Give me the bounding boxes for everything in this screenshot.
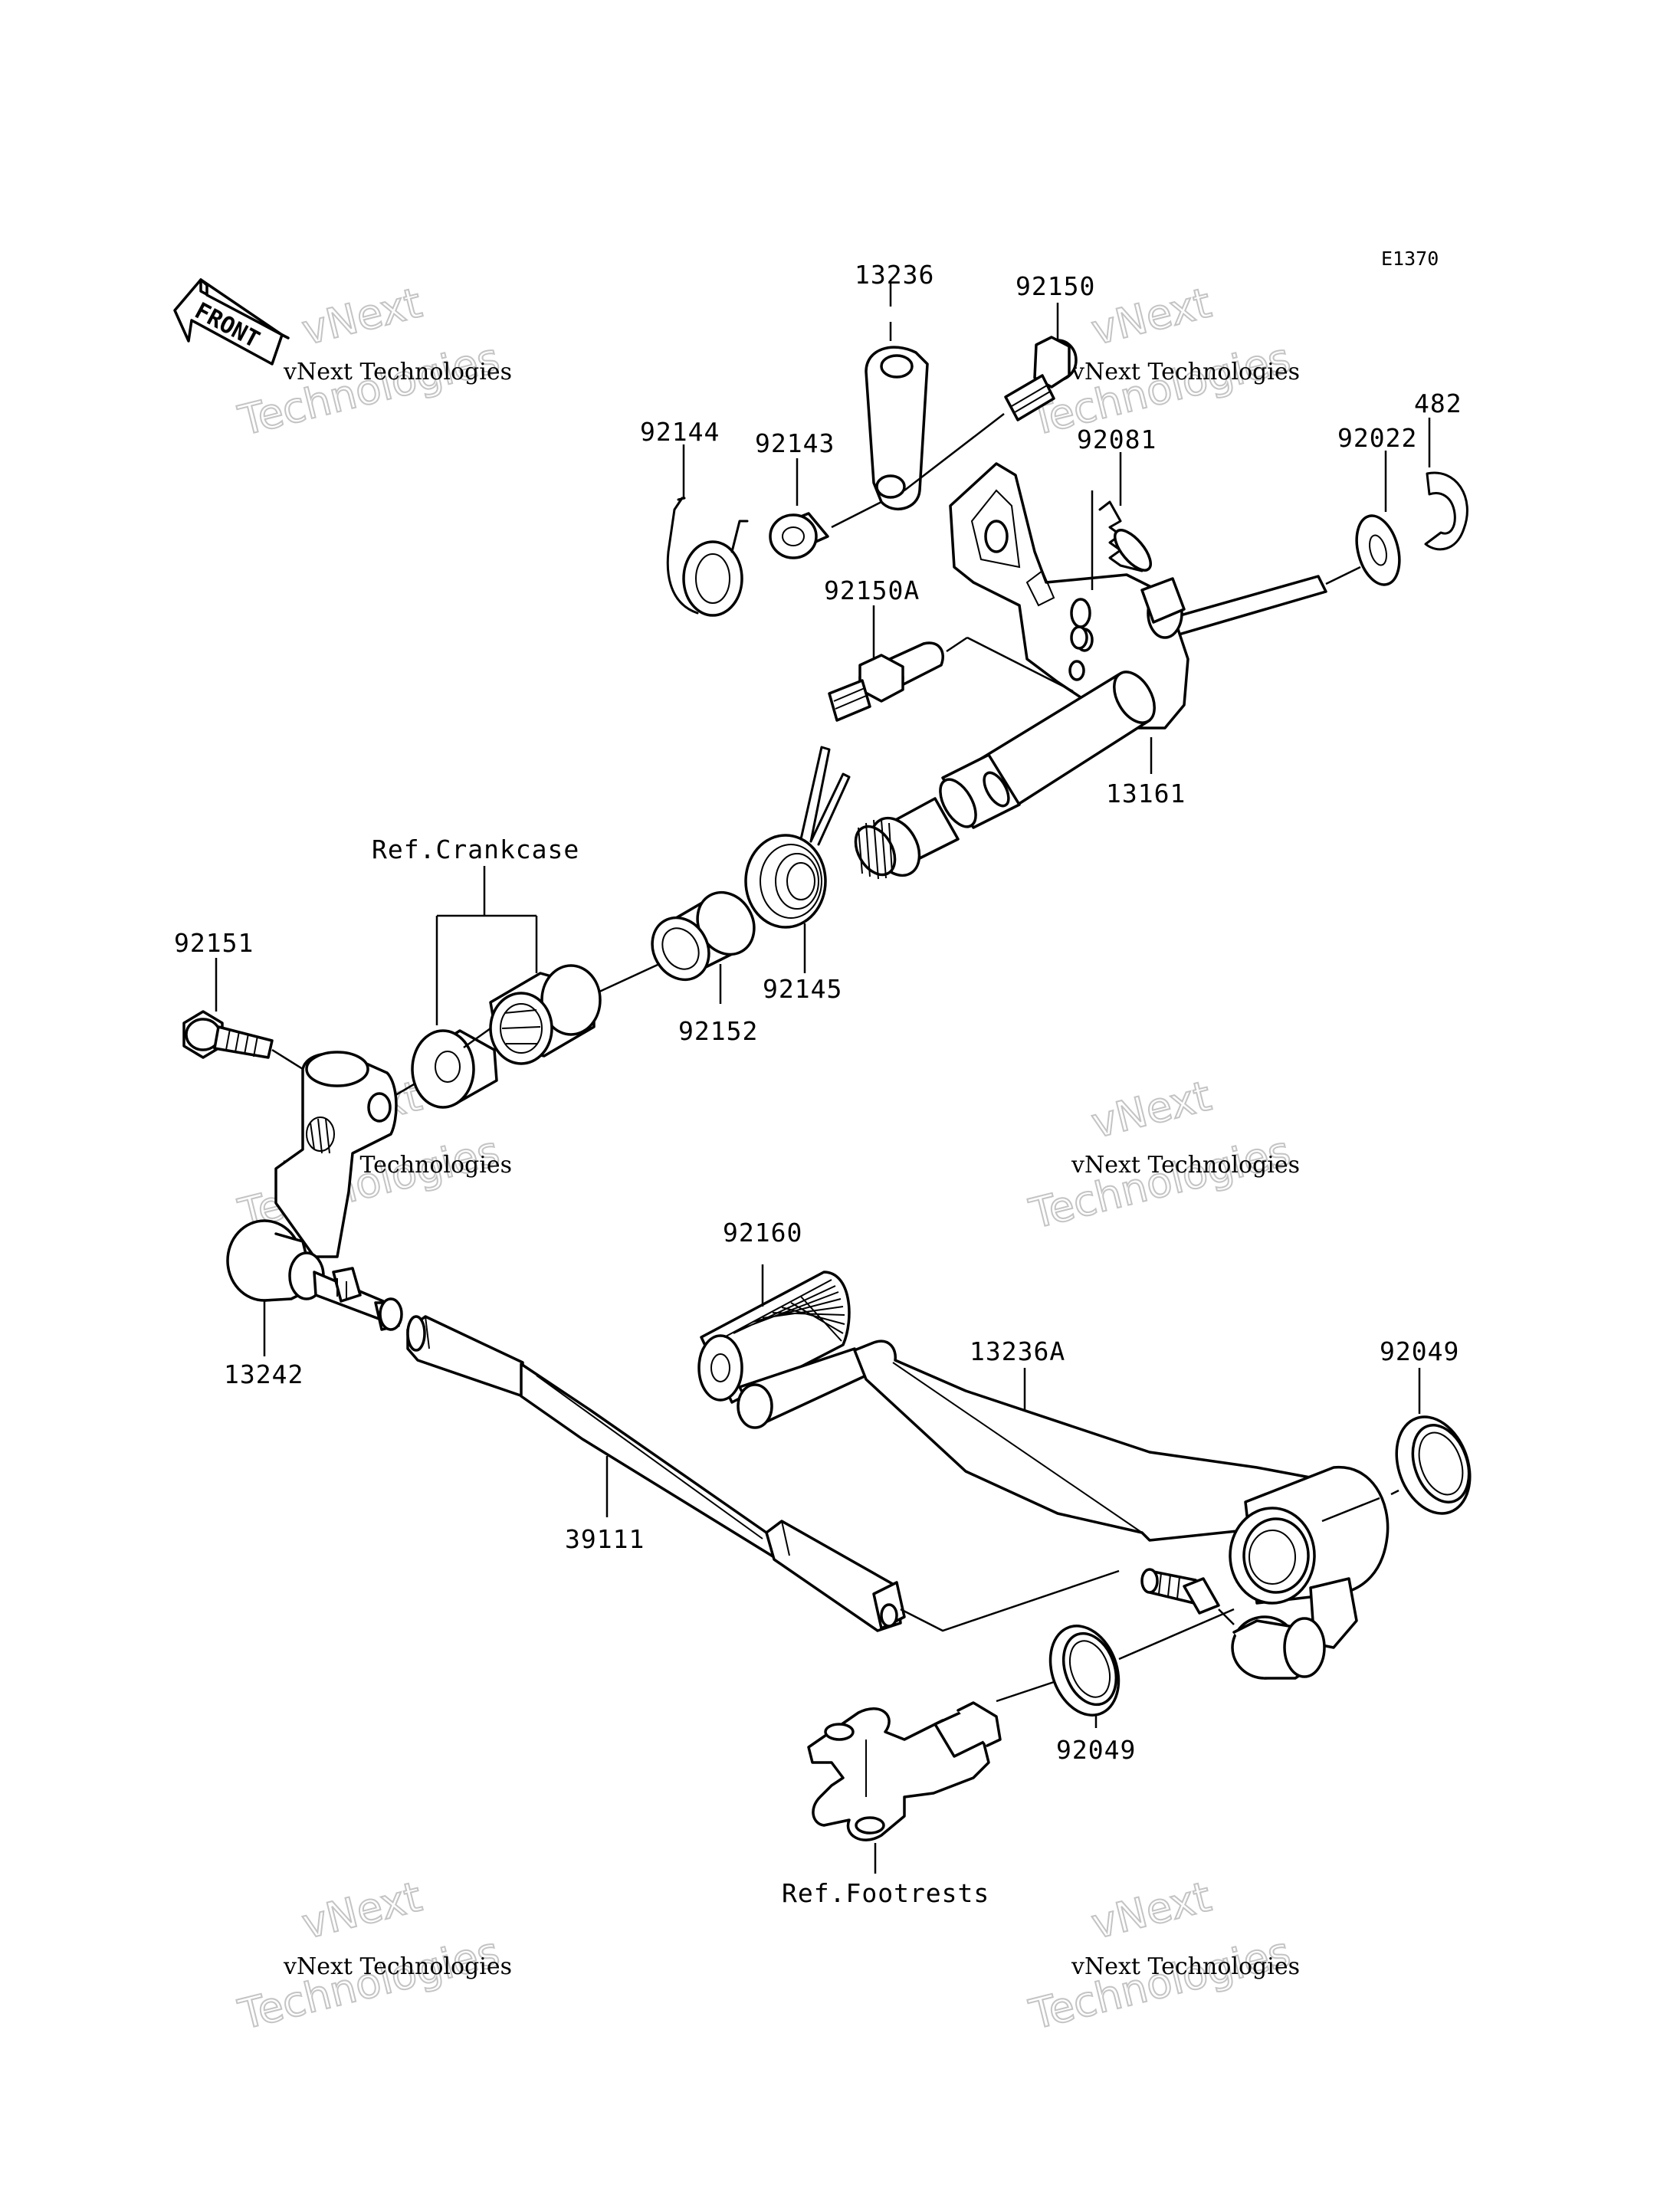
front-arrow-icon: FRONT [173,278,290,366]
label-92081: 92081 [1077,425,1157,454]
watermark-brand: vNext [297,1872,426,1948]
label-92150A: 92150A [824,575,920,605]
watermark-sub: Technologies [1025,1928,1295,2039]
watermark-company: vNext Technologies [283,359,512,385]
label-92145: 92145 [763,974,842,1004]
watermark-bottom-right: vNext Technologies vNext Technologies [1024,1871,1300,2040]
part-92144-spring [666,444,749,617]
watermark-brand: vNext [1087,278,1216,354]
label-92022: 92022 [1337,423,1417,453]
watermark-company: vNext Technologies [1071,1152,1300,1179]
label-92143: 92143 [755,428,835,458]
label-13161: 13161 [1106,779,1186,808]
watermark-company: vNext Technologies [1071,359,1300,385]
label-92049-bottom: 92049 [1056,1735,1136,1765]
ref-footrests: Ref.Footrests [782,1878,989,1908]
part-92151-bolt [182,958,304,1071]
part-92049-washer-right [1321,1368,1472,1523]
label-92049-right: 92049 [1380,1336,1459,1366]
watermark-mid-right: vNext Technologies vNext Technologies [1024,1071,1300,1239]
crankcase-seal [411,1029,498,1109]
part-92152-sleeve [651,890,756,1004]
label-92144: 92144 [640,417,720,447]
watermark-brand: vNext [1087,1071,1216,1147]
label-39111: 39111 [565,1524,645,1554]
part-92022-washer [1355,451,1401,586]
label-13236A: 13236A [970,1336,1065,1366]
label-92151: 92151 [174,928,254,958]
watermark-company: vNext Technologies [1071,1953,1300,1980]
ref-crankcase: Ref.Crankcase [372,835,579,864]
label-13242: 13242 [224,1359,304,1389]
label-482: 482 [1414,389,1462,418]
watermark-brand: vNext [1087,1872,1216,1948]
diagram-code: E1370 [1381,248,1439,270]
watermark-company: vNext Technologies [283,1953,512,1980]
ref-footrests-bracket [807,1701,1002,1874]
watermark-sub: Technologies [234,1928,504,2039]
part-92145-return-spring [744,746,851,973]
part-13242-shift-arm [226,1051,403,1356]
label-92152: 92152 [678,1016,758,1046]
watermark-brand: vNext [297,278,426,354]
part-13236-link-arm [865,284,929,511]
part-92160-rubber [697,1264,851,1404]
label-92150: 92150 [1016,271,1095,301]
watermark-bottom-left: vNext Technologies vNext Technologies [233,1871,512,2040]
ref-crankcase-bracket [435,866,538,1025]
part-92049-washer-bottom [996,1608,1235,1728]
label-13236: 13236 [855,260,934,290]
watermark-sub: Technologies [1025,1127,1295,1238]
part-13161-shift-shaft [854,462,1361,880]
crankcase-bearing [489,964,602,1065]
label-92160: 92160 [723,1218,802,1248]
watermark-top-left: vNext Technologies vNext Technologies [233,277,512,446]
part-92150-bolt [904,303,1078,491]
part-92143-collar [769,458,882,559]
part-92150A-bolt [828,605,968,722]
part-92081-spring [1098,452,1152,572]
part-39111-tie-rod [406,1315,1120,1632]
part-482-circlip [1424,418,1468,551]
part-13236A-shift-pedal [737,1340,1390,1680]
